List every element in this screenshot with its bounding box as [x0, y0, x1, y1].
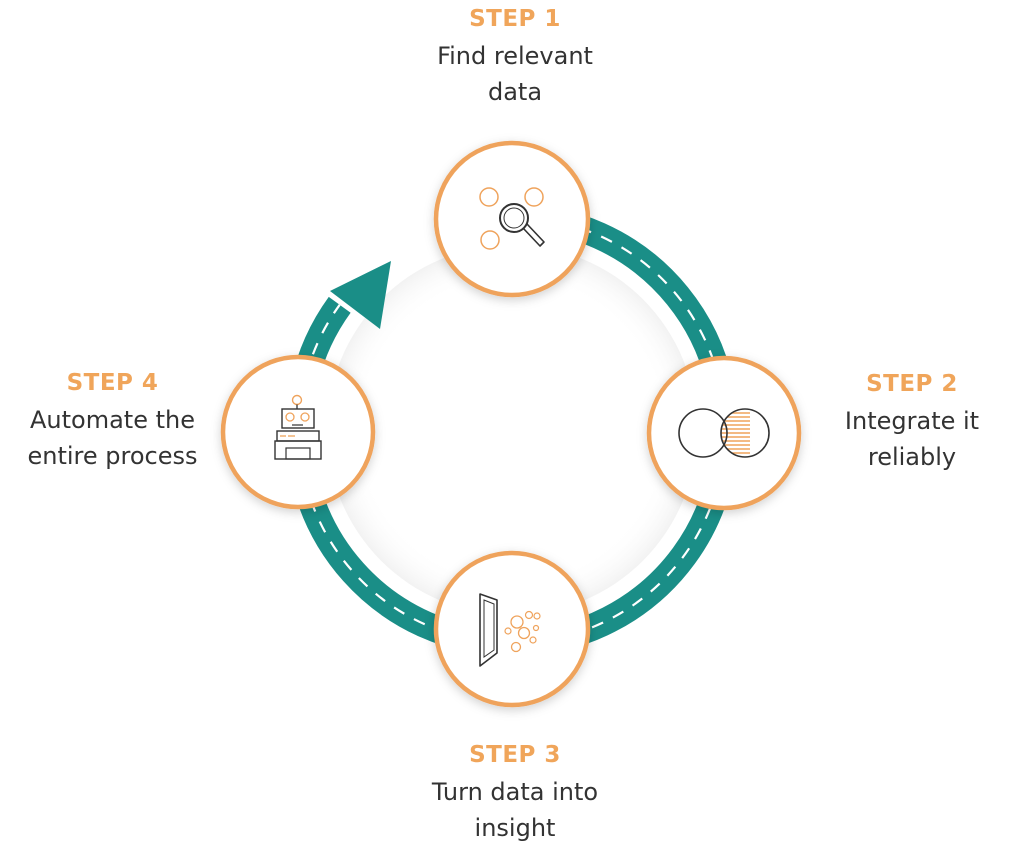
step-3-block: STEP 3 Turn data into insight — [365, 742, 665, 846]
step-3-label: STEP 3 — [469, 742, 561, 768]
step-2-block: STEP 2 Integrate it reliably — [812, 371, 1012, 475]
step-4-block: STEP 4 Automate the entire process — [10, 370, 215, 474]
step3-circle — [433, 550, 591, 708]
step2-circle — [646, 355, 802, 511]
step-3-text: Turn data into insight — [431, 778, 599, 842]
door-insight-icon — [479, 593, 541, 667]
cycle-arrowhead — [330, 261, 391, 329]
step-1-label: STEP 1 — [469, 6, 561, 32]
step-1-block: STEP 1 Find relevant data — [365, 6, 665, 110]
step-4-text: Automate the entire process — [27, 406, 198, 470]
step-1-text: Find relevant data — [437, 42, 593, 106]
step-2-text: Integrate it reliably — [844, 407, 980, 471]
step-4-label: STEP 4 — [66, 370, 159, 396]
step1-circle — [433, 140, 591, 298]
search-data-icon — [479, 187, 545, 250]
step-2-label: STEP 2 — [866, 371, 958, 397]
robot-icon — [274, 394, 322, 460]
step4-circle — [220, 354, 376, 510]
venn-diagram-icon — [678, 408, 770, 458]
ring-shadow — [327, 245, 697, 615]
